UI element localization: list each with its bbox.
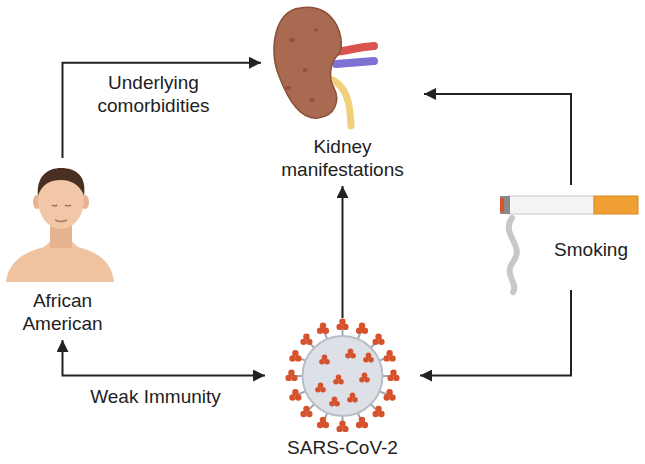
node-label: Smoking bbox=[554, 239, 628, 262]
kidney-illustration bbox=[274, 7, 374, 126]
virus-illustration bbox=[285, 319, 399, 433]
cigarette-illustration bbox=[500, 196, 638, 292]
person-illustration bbox=[6, 168, 114, 282]
illustrated-node: African American bbox=[0, 158, 129, 340]
arrow-connector bbox=[63, 340, 266, 376]
arrow-connector bbox=[63, 63, 262, 158]
illustrated-node: Smoking bbox=[500, 185, 642, 290]
arrow-connector bbox=[424, 94, 571, 185]
edge-label: Underlying comorbidities bbox=[79, 72, 229, 118]
illustrated-node: Kidney manifestations bbox=[261, 2, 424, 186]
node-label: Kidney manifestations bbox=[261, 136, 424, 182]
illustrated-node: SARS-CoV-2 bbox=[265, 318, 420, 462]
arrow-connector bbox=[342, 186, 344, 318]
node-label: African American bbox=[0, 290, 129, 336]
node-label: SARS-CoV-2 bbox=[287, 437, 398, 460]
edge-label: Weak Immunity bbox=[71, 386, 241, 409]
arrow-connector bbox=[420, 290, 571, 376]
